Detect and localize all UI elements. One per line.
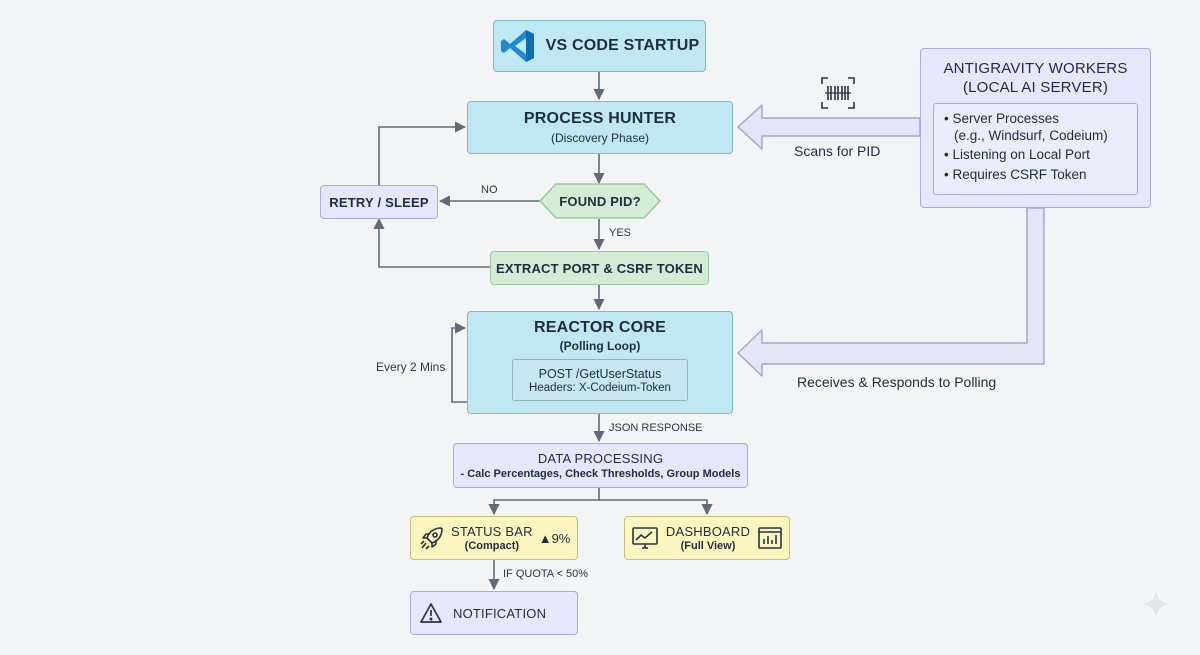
found-pid-decision — [538, 183, 662, 219]
retry-sleep-node: RETRY / SLEEP — [320, 185, 438, 219]
workers-details-box: • Server Processes (e.g., Windsurf, Code… — [933, 103, 1138, 195]
retry-sleep-label: RETRY / SLEEP — [329, 194, 429, 210]
notification-label: NOTIFICATION — [453, 605, 547, 621]
edge-extract-retry — [373, 217, 490, 268]
data-processing-subtitle: - Calc Percentages, Check Thresholds, Gr… — [460, 468, 741, 480]
sparkle-icon — [1140, 588, 1172, 625]
process-hunter-title: PROCESS HUNTER — [523, 110, 677, 127]
status-bar-title: STATUS BAR — [451, 524, 533, 539]
vscode-startup-node: VS CODE STARTUP — [493, 20, 706, 72]
reactor-headers-line: Headers: X-Codeium-Token — [529, 381, 671, 394]
found-pid-label: FOUND PID? — [559, 193, 641, 209]
process-hunter-node: PROCESS HUNTER (Discovery Phase) — [467, 101, 733, 154]
data-processing-node: DATA PROCESSING - Calc Percentages, Chec… — [453, 443, 748, 488]
quota-label: IF QUOTA < 50% — [503, 568, 589, 580]
dashboard-node: DASHBOARD (Full View) — [624, 516, 790, 560]
found-pid-label-box: FOUND PID? — [538, 183, 662, 219]
antigravity-workers-node: ANTIGRAVITY WORKERS (LOCAL AI SERVER) • … — [920, 48, 1151, 208]
reactor-core-node: REACTOR CORE (Polling Loop) POST /GetUse… — [467, 311, 733, 414]
warning-icon — [419, 602, 443, 624]
scan-arrow — [737, 104, 921, 150]
dashboard-title: DASHBOARD — [665, 524, 751, 539]
bar-chart-icon — [757, 525, 783, 551]
rocket-icon — [419, 525, 445, 551]
edge-data-fork — [488, 488, 600, 516]
monitor-chart-icon — [631, 525, 659, 551]
edge-retry-hunter — [378, 121, 467, 185]
reactor-request-box: POST /GetUserStatus Headers: X-Codeium-T… — [512, 359, 688, 401]
workers-item-port: • Listening on Local Port — [944, 147, 1090, 162]
poll-arrow — [737, 207, 1045, 377]
vscode-startup-title: VS CODE STARTUP — [545, 37, 700, 54]
dashboard-subtitle: (Full View) — [680, 540, 736, 552]
extract-label: EXTRACT PORT & CSRF TOKEN — [496, 260, 703, 276]
yes-label: YES — [609, 227, 632, 239]
status-bar-node: STATUS BAR (Compact) ▲9% — [410, 516, 578, 560]
data-processing-title: DATA PROCESSING — [537, 451, 664, 466]
workers-title-line1: ANTIGRAVITY WORKERS — [943, 60, 1128, 77]
edge-reactor-loop — [451, 322, 468, 403]
workers-item-csrf: • Requires CSRF Token — [944, 166, 1087, 182]
status-bar-subtitle: (Compact) — [464, 540, 520, 552]
status-bar-text: STATUS BAR (Compact) — [451, 524, 533, 552]
workers-item-examples: (e.g., Windsurf, Codeium) — [954, 127, 1108, 143]
workers-title-line2: (LOCAL AI SERVER) — [962, 79, 1109, 96]
every-2-mins-label: Every 2 Mins — [376, 360, 446, 374]
vscode-logo-icon — [500, 28, 536, 64]
reactor-request-line: POST /GetUserStatus — [538, 366, 662, 381]
notification-node: NOTIFICATION — [410, 591, 578, 635]
process-hunter-subtitle: (Discovery Phase) — [550, 131, 650, 145]
json-response-label: JSON RESPONSE — [609, 422, 703, 434]
receives-responds-label: Receives & Responds to Polling — [797, 374, 997, 390]
status-bar-badge: ▲9% — [538, 530, 571, 546]
no-label: NO — [481, 184, 498, 196]
scans-for-pid-label: Scans for PID — [794, 143, 881, 159]
barcode-scan-icon — [820, 76, 856, 115]
extract-node: EXTRACT PORT & CSRF TOKEN — [490, 251, 709, 285]
dashboard-text: DASHBOARD (Full View) — [666, 524, 750, 552]
reactor-core-title: REACTOR CORE — [534, 319, 666, 336]
edge-data-dashboard — [599, 499, 713, 516]
workers-item-server: • Server Processes — [944, 111, 1060, 126]
reactor-core-subtitle: (Polling Loop) — [559, 339, 641, 353]
